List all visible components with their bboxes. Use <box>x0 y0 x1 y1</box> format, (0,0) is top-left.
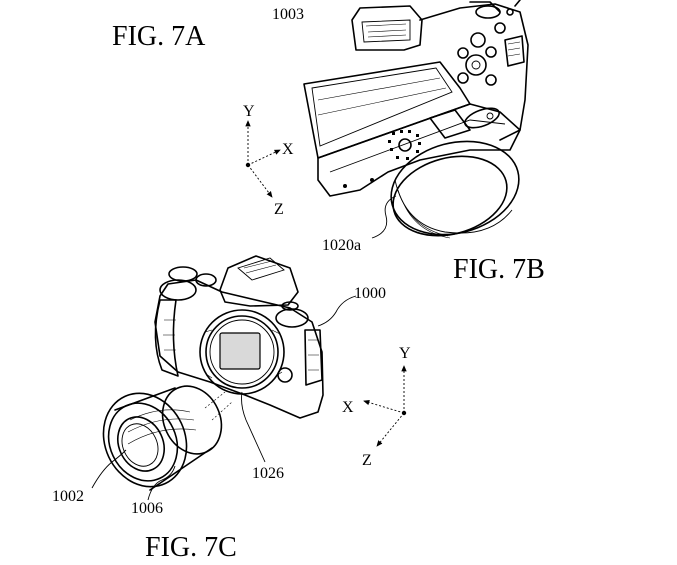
leader-1006 <box>147 465 176 501</box>
axis-y-label: Y <box>399 345 411 362</box>
axis-z-label: Z <box>362 452 372 469</box>
leader-1020a <box>371 195 397 239</box>
axis-triad-bottom: Y X Z <box>342 345 411 469</box>
leader-1026 <box>241 391 266 463</box>
ref-1020a: 1020a <box>322 237 361 254</box>
leader-1002 <box>91 449 127 489</box>
axis-z-label: Z <box>274 201 284 218</box>
fig-7b-label: FIG. 7B <box>453 254 545 285</box>
axis-y-label: Y <box>243 103 255 120</box>
leader-1000 <box>317 295 357 327</box>
camera-front-view <box>102 255 324 491</box>
fig-7c-label: FIG. 7C <box>145 532 237 563</box>
ref-1000: 1000 <box>354 285 386 302</box>
axis-triad-top: Y X Z <box>243 103 294 218</box>
ref-1006: 1006 <box>131 500 163 517</box>
ref-1002: 1002 <box>52 488 84 505</box>
camera-rear-view <box>303 0 529 239</box>
ref-1003: 1003 <box>272 6 304 23</box>
axis-x-label: X <box>342 399 354 416</box>
fig-7a-label: FIG. 7A <box>112 21 206 52</box>
ref-1026: 1026 <box>252 465 284 482</box>
axis-x-label: X <box>282 141 294 158</box>
